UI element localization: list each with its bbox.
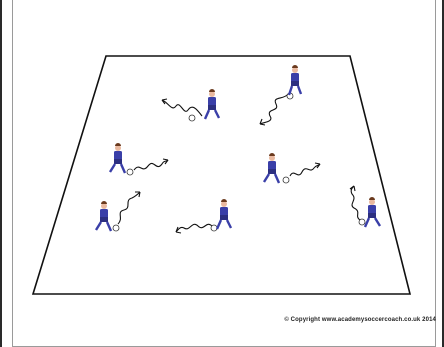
player-dribbling [262, 153, 321, 184]
ball [112, 224, 120, 232]
dribble-path [161, 99, 203, 117]
pitch-outline [31, 55, 412, 295]
dribble-path [350, 185, 361, 221]
player-dribbling [161, 89, 221, 122]
player-dribbling [94, 191, 141, 232]
ball [188, 114, 196, 122]
player-dribbling [108, 143, 169, 176]
ball [282, 176, 290, 184]
dribble-path [133, 159, 169, 171]
ball [126, 168, 134, 176]
dribble-path [259, 93, 289, 125]
copyright-notice: © Copyright www.academysoccercoach.co.uk… [284, 317, 436, 323]
dribble-path [289, 163, 321, 177]
player-dribbling [349, 185, 382, 228]
ball [358, 218, 366, 226]
player-dribbling [175, 199, 233, 234]
dribble-path [117, 191, 141, 225]
player-dribbling [259, 65, 303, 126]
dribble-path [175, 223, 213, 233]
ball [210, 224, 218, 232]
